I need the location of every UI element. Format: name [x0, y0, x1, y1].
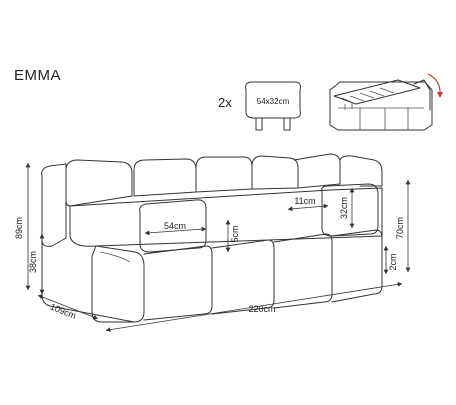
product-title: EMMA [14, 67, 61, 84]
dimension-seat-height: 38cm [28, 251, 38, 273]
dimension-armrest-width: 11cm [294, 196, 315, 206]
accessory-size-label: 54x32cm [257, 97, 290, 106]
accessory-cushion [245, 81, 301, 131]
dimension-lines [25, 162, 411, 332]
dimension-depth: 109cm [49, 302, 78, 321]
dimension-total-height: 89cm [14, 217, 24, 239]
accessory-quantity: 2x [218, 95, 232, 110]
dimension-back-height: 70cm [395, 217, 405, 239]
dimension-cushion-width: 54cm [164, 221, 186, 231]
sofa-main [41, 153, 383, 323]
dimension-cushion-height: 32cm [339, 197, 349, 219]
rotation-arrow-icon [427, 73, 443, 98]
dimension-cushion-thickness: 5cm [230, 225, 240, 242]
storage-sofa-illustration [329, 79, 433, 131]
dimension-leg-height: 2cm [388, 253, 398, 270]
dimension-width: 220cm [248, 304, 275, 314]
